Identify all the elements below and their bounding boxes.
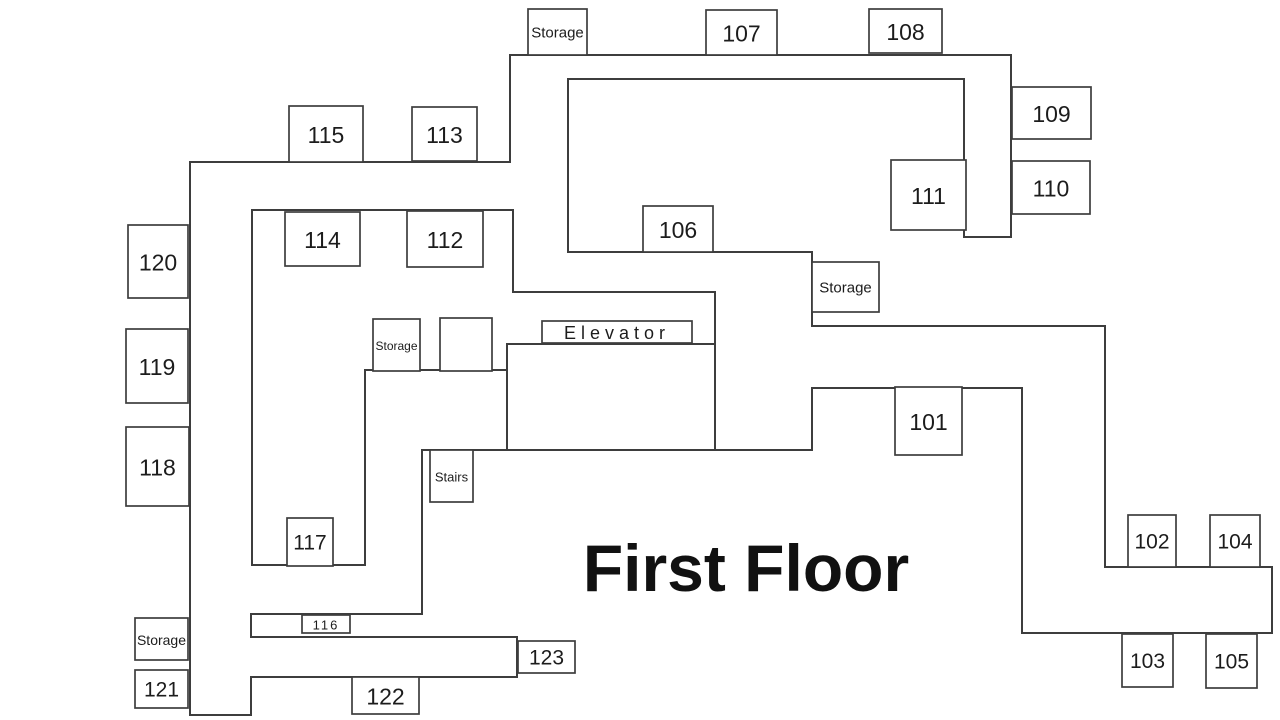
room-rect-104 [1209,514,1261,568]
room-rect-storage-mid-left [372,318,421,372]
room-label-104: 104 [1217,531,1252,554]
room-114: 114 [284,211,361,267]
room-116: 116 [301,614,351,634]
room-109: 109 [1011,86,1092,140]
room-104: 104 [1209,514,1261,568]
room-storage-bottom: Storage [134,617,189,661]
wall-path-3 [506,343,716,451]
room-112: 112 [406,210,484,268]
room-rect-106 [642,205,714,253]
room-115: 115 [288,105,364,163]
room-111: 111 [890,159,967,231]
room-label-101: 101 [909,409,947,435]
room-123: 123 [517,640,576,674]
room-108: 108 [868,8,943,54]
rooms-layer: Storage 107 108 109 110 111 106 115 113 114 112 120… [125,8,1261,715]
room-rect-120 [127,224,189,299]
room-rect-115 [288,105,364,163]
room-rect-storage-bottom [134,617,189,661]
room-rect-107 [705,9,778,56]
room-rect-121 [134,669,189,709]
room-rect-103 [1121,633,1174,688]
room-rect-110 [1011,160,1091,215]
room-label-102: 102 [1134,531,1169,554]
room-106: 106 [642,205,714,253]
room-label-storage-bottom: Storage [137,632,186,648]
room-rect-108 [868,8,943,54]
room-label-115: 115 [308,122,345,148]
room-label-111: 111 [911,183,946,209]
room-110: 110 [1011,160,1091,215]
room-elevator: Elevator [541,320,693,344]
room-122: 122 [351,676,420,715]
room-label-109: 109 [1032,101,1070,127]
room-label-120: 120 [139,250,177,276]
room-rect-113 [411,106,478,162]
room-rect-storage-mid-right [811,261,880,313]
floor-title: First Floor [583,531,909,605]
room-label-105: 105 [1214,651,1249,674]
room-rect-119 [125,328,189,404]
room-label-118: 118 [139,455,176,481]
room-rect-105 [1205,633,1258,689]
room-rect-118 [125,426,190,507]
room-118: 118 [125,426,190,507]
room-label-elevator: Elevator [564,323,670,343]
room-label-114: 114 [304,227,341,253]
room-rect-114 [284,211,361,267]
room-rect-109 [1011,86,1092,140]
room-label-103: 103 [1130,650,1165,673]
room-label-113: 113 [426,122,463,148]
room-101: 101 [894,386,963,456]
room-119: 119 [125,328,189,404]
room-storage-mid-left: Storage [372,318,421,372]
room-102: 102 [1127,514,1177,568]
room-rect-117 [286,517,334,567]
room-label-119: 119 [139,354,176,380]
room-label-117: 117 [293,532,326,555]
room-label-107: 107 [722,21,760,47]
room-117: 117 [286,517,334,567]
wall-path-1 [251,209,716,346]
room-label-storage-mid-right: Storage [819,280,872,297]
room-rect-closet [439,317,493,372]
room-label-storage-mid-left: Storage [375,339,417,353]
room-103: 103 [1121,633,1174,688]
room-stairs: Stairs [429,449,474,503]
room-107: 107 [705,9,778,56]
wall-path-0 [189,54,1273,716]
room-rect-storage-top [527,8,588,56]
room-rect-112 [406,210,484,268]
room-rect-elevator [541,320,693,344]
room-rect-101 [894,386,963,456]
room-rect-122 [351,676,420,715]
room-label-122: 122 [366,684,404,710]
room-closet [439,317,493,372]
room-label-106: 106 [659,217,697,243]
room-storage-top: Storage [527,8,588,56]
room-label-108: 108 [886,19,924,45]
room-105: 105 [1205,633,1258,689]
room-rect-123 [517,640,576,674]
room-rect-111 [890,159,967,231]
room-121: 121 [134,669,189,709]
room-113: 113 [411,106,478,162]
room-rect-stairs [429,449,474,503]
room-label-116: 116 [313,618,340,633]
room-120: 120 [127,224,189,299]
room-label-storage-top: Storage [531,25,584,42]
room-label-121: 121 [144,679,179,702]
room-storage-mid-right: Storage [811,261,880,313]
room-label-110: 110 [1033,176,1070,202]
room-label-stairs: Stairs [435,470,469,485]
room-rect-102 [1127,514,1177,568]
room-rect-116 [301,614,351,634]
room-label-123: 123 [529,647,564,670]
room-label-112: 112 [427,227,464,253]
